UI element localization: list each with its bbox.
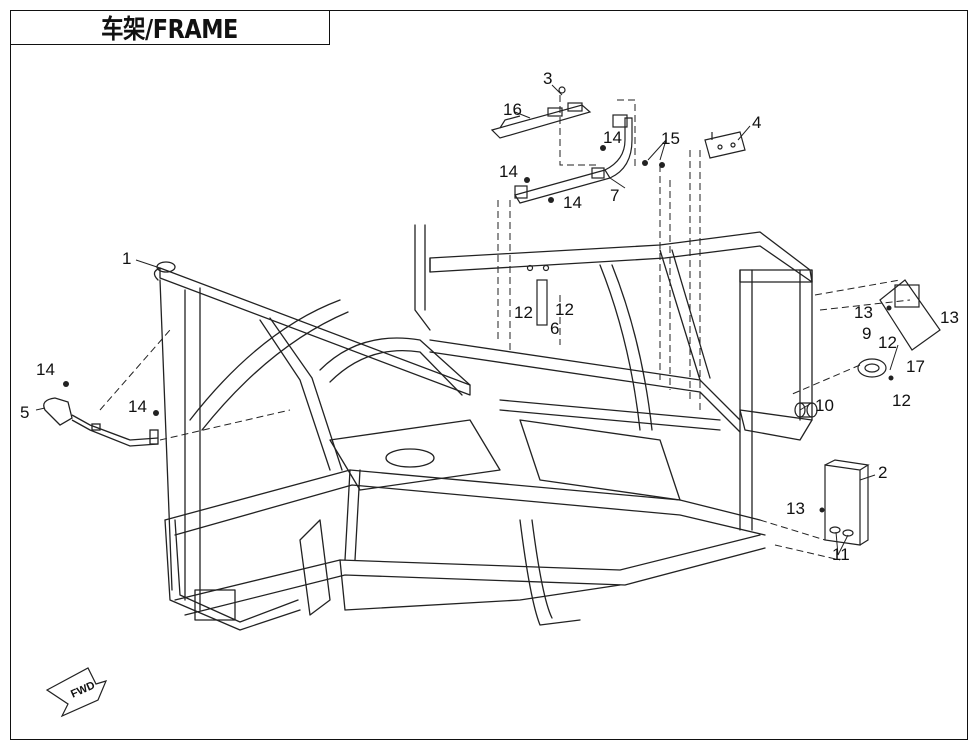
callouts: 1 2 3 4 5 6 7 9 10 11 12 12 12 12 13 13 … (20, 69, 959, 564)
callout-10: 10 (815, 396, 834, 415)
fasteners (63, 145, 894, 513)
callout-2: 2 (878, 463, 887, 482)
callout-12: 12 (514, 303, 533, 322)
callout-9: 9 (862, 324, 871, 343)
callout-14: 14 (563, 193, 582, 212)
title-box: 车架/FRAME (10, 10, 330, 45)
callout-11: 11 (832, 545, 850, 564)
page-title: 车架/FRAME (101, 14, 238, 45)
callout-13: 13 (940, 308, 959, 327)
part-6-strap (526, 264, 550, 326)
callout-15: 15 (661, 129, 680, 148)
callout-12: 12 (555, 300, 574, 319)
callout-3: 3 (543, 69, 552, 88)
callout-1: 1 (122, 249, 131, 268)
part-17-plate (879, 279, 941, 351)
callout-4: 4 (752, 113, 761, 132)
part-5-harness (43, 397, 159, 447)
callout-7: 7 (610, 186, 619, 205)
part-9-cup (857, 358, 887, 378)
part-16-bracket (490, 86, 592, 139)
main-frame (153, 224, 813, 631)
callout-17: 17 (906, 357, 925, 376)
callout-12: 12 (878, 333, 897, 352)
callout-14: 14 (128, 397, 147, 416)
callout-13: 13 (854, 303, 873, 322)
callout-16: 16 (503, 100, 522, 119)
part-4-bracket (704, 131, 746, 159)
callout-14: 14 (603, 128, 622, 147)
callout-14: 14 (499, 162, 518, 181)
drawing-border (10, 10, 968, 740)
part-10-bushing (794, 402, 818, 418)
callout-13: 13 (786, 499, 805, 518)
callout-5: 5 (20, 403, 29, 422)
callout-14: 14 (36, 360, 55, 379)
leader-lines (99, 95, 911, 561)
callout-leaders (35, 84, 899, 556)
callout-6: 6 (550, 319, 559, 338)
part-2-guard (824, 459, 870, 546)
fwd-arrow-icon: FWD (45, 667, 108, 718)
callout-12: 12 (892, 391, 911, 410)
